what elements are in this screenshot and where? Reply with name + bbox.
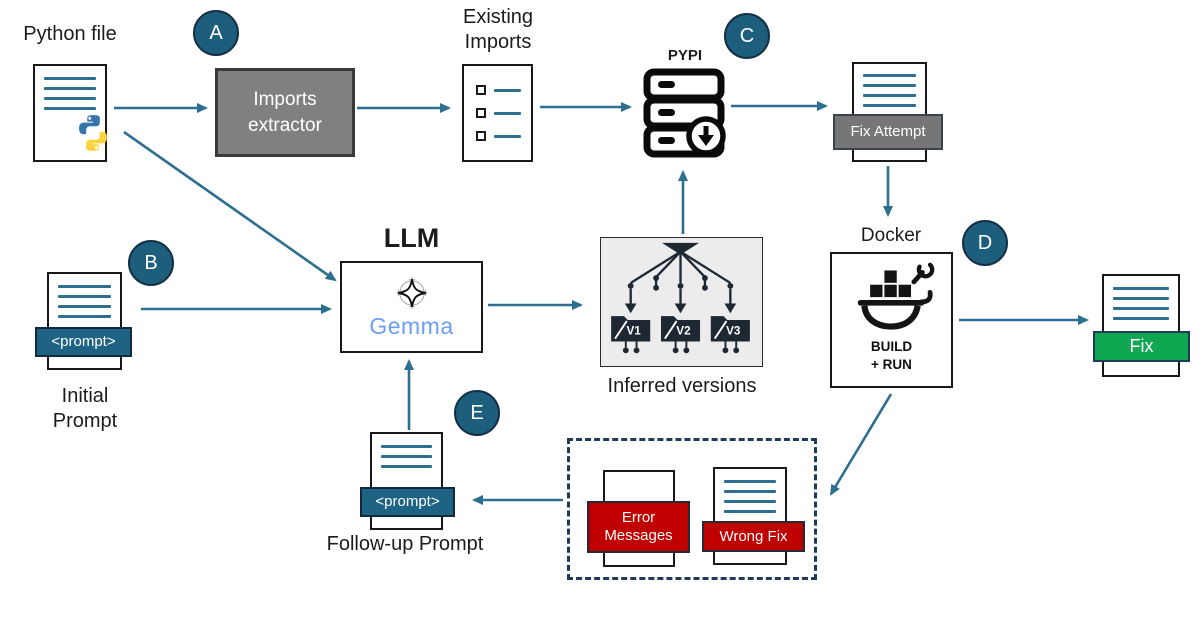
docker-whale-icon: [857, 262, 934, 330]
gemma-logo-icon: [395, 276, 428, 309]
doc-text-lines: [372, 434, 441, 468]
badge-a: A: [193, 10, 239, 56]
python-file-caption: Python file: [23, 23, 117, 45]
doc-text-lines: [35, 66, 105, 110]
folder-v3-label: V3: [726, 325, 741, 338]
followup-prompt-caption: Follow-up Prompt: [326, 533, 484, 555]
wrench-icon: [911, 262, 934, 285]
imports-extractor-box: Imports extractor: [215, 68, 355, 157]
doc-text-lines: [49, 274, 120, 318]
import-list: [464, 66, 531, 141]
llm-caption: LLM: [383, 223, 440, 253]
error-messages-banner: Error Messages: [587, 501, 690, 553]
badge-e: E: [454, 390, 500, 436]
fix-attempt-banner: Fix Attempt: [833, 114, 943, 150]
doc-text-lines: [1104, 276, 1178, 320]
python-file-doc: [33, 64, 107, 162]
inferred-versions-image: V1 V2 V3: [600, 237, 763, 367]
fix-banner: Fix: [1093, 331, 1190, 362]
checkbox-icon: [476, 131, 486, 141]
arrow-docker-to-errors: [829, 393, 893, 496]
followup-prompt-banner: <prompt>: [360, 487, 455, 517]
folder-v2-label: V2: [676, 325, 691, 338]
badge-c: C: [724, 13, 770, 59]
llm-box: Gemma: [340, 261, 483, 353]
initial-prompt-caption: Initial Prompt: [52, 385, 118, 432]
wrong-fix-banner: Wrong Fix: [702, 521, 805, 552]
existing-imports-doc: [462, 64, 533, 162]
docker-caption: Docker: [860, 225, 922, 246]
python-logo-icon: [79, 115, 107, 151]
pypi-caption: PYPI: [667, 47, 703, 64]
doc-text-lines: [854, 64, 925, 107]
folder-v1-label: V1: [626, 325, 641, 338]
inferred-versions-caption: Inferred versions: [607, 375, 757, 397]
feedback-group-box: [567, 438, 817, 580]
badge-b: B: [128, 240, 174, 286]
docker-box: BUILD + RUN: [830, 252, 953, 388]
badge-d: D: [962, 220, 1008, 266]
gemma-wordmark: Gemma: [369, 312, 454, 339]
version-tree-icon: V1 V2 V3: [611, 242, 750, 354]
initial-prompt-banner: <prompt>: [35, 327, 132, 357]
pypi-server-icon: [643, 68, 726, 158]
doc-text-lines: [715, 469, 785, 513]
checkbox-icon: [476, 108, 486, 118]
docker-build-run-label: BUILD + RUN: [870, 339, 913, 373]
checkbox-icon: [476, 85, 486, 95]
existing-imports-caption: Existing Imports: [462, 6, 534, 53]
